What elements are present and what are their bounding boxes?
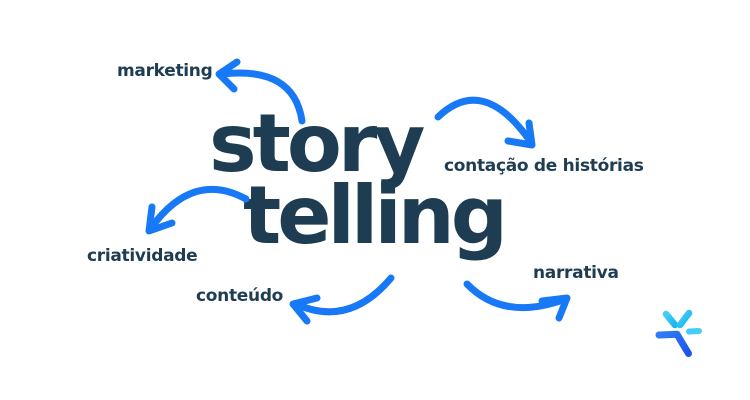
label-marketing: marketing [117,61,213,81]
label-criatividade: criatividade [87,246,198,266]
arrow-to-contacao-icon [434,96,536,149]
asterisk-star-icon [655,309,702,357]
arrow-to-narrativa-icon [463,280,571,322]
label-contacao-de-historias: contação de histórias [444,156,644,176]
arrow-to-criatividade-icon [145,185,250,235]
label-narrativa: narrativa [533,263,619,283]
headline-telling: telling [243,169,508,262]
arrow-to-conteudo-icon [289,274,395,325]
label-conteudo: conteúdo [196,286,284,306]
